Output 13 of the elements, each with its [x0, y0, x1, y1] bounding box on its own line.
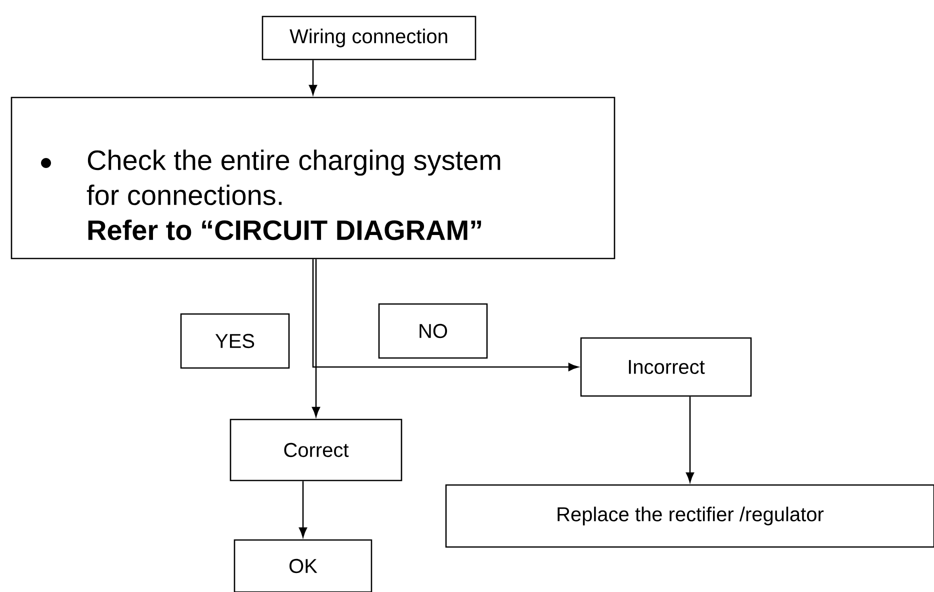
arrow — [312, 259, 320, 417]
process-box: Wiring connection — [262, 16, 476, 60]
arrow — [312, 259, 578, 372]
arrow — [309, 60, 318, 95]
edge-label: YES — [180, 313, 290, 369]
process-box: Incorrect — [580, 337, 752, 397]
arrow — [298, 481, 308, 538]
arrow — [686, 396, 694, 482]
process-box: Correct — [230, 418, 402, 482]
process-box: Replace the rectifier /regulator — [445, 484, 934, 548]
process-box: OK — [234, 539, 372, 592]
edge-label: NO — [378, 303, 488, 359]
step-box: Check the entire charging system for connections. Refer to “CIRCUIT DIAGRAM” — [10, 96, 616, 260]
